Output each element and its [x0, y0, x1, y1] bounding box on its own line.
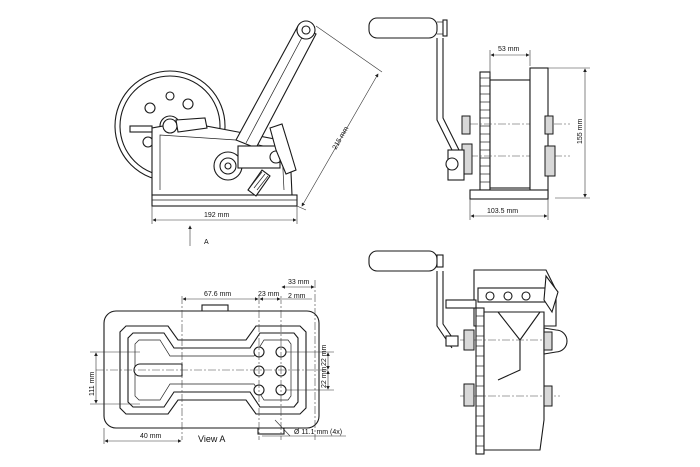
dim-40-label: 40 mm [140, 433, 162, 440]
rear-drum [483, 311, 545, 451]
dim-23: 23 mm [258, 291, 281, 301]
dim-155-label: 155 mm [577, 119, 584, 144]
dim-67: 67.6 mm [182, 291, 259, 301]
dim-2: 2 mm [282, 293, 312, 300]
dim-22b-label: 22 mm [321, 366, 328, 388]
dim-192-label: 192 mm [204, 212, 229, 219]
pawl-assembly [213, 123, 297, 197]
dim-111-label: 111 mm [89, 372, 96, 396]
dim-drum-53: 53 mm [489, 46, 531, 76]
side-view: 192 mm 215 mm A [114, 20, 383, 246]
handle-arm [235, 20, 317, 149]
dim-2-label: 2 mm [288, 293, 306, 300]
dim-22-upper: 22 mm [286, 344, 334, 370]
dim-33: 33 mm [281, 279, 315, 289]
front-view: 53 mm 155 mm 103.5 mm [368, 17, 590, 220]
dim-23-label: 23 mm [258, 291, 280, 298]
rear-view [368, 250, 568, 455]
base-plate [151, 194, 298, 207]
dim-22-lower: 22 mm [286, 366, 334, 391]
dim-width-192: 192 mm [151, 206, 298, 224]
dim-53-label: 53 mm [498, 46, 520, 53]
view-arrow-label: A [204, 239, 209, 246]
hole-callout: Ø 11.1 mm (4x) [262, 419, 346, 437]
dim-33-label: 33 mm [288, 279, 310, 286]
view-a-arrow: A [188, 225, 209, 246]
bottom-groove-inner [127, 332, 299, 408]
bottom-view: 67.6 mm 23 mm 33 mm 2 mm 22 mm 22 mm [89, 279, 346, 444]
dim-111: 111 mm [89, 351, 140, 405]
bottom-groove-outer [119, 325, 307, 415]
view-a-caption: View A [198, 434, 225, 444]
dim-width-103: 103.5 mm [469, 199, 549, 220]
crank-grip-bottom [368, 250, 459, 349]
dim-215-label: 215 mm [332, 125, 351, 151]
dim-103-label: 103.5 mm [487, 208, 518, 215]
dim-height-155: 155 mm [548, 67, 590, 199]
dim-67-label: 67.6 mm [204, 291, 231, 298]
crank-grip-top [368, 17, 463, 159]
dim-handle-215: 215 mm [296, 25, 383, 211]
rear-gear-column [475, 307, 485, 455]
dim-22a-label: 22 mm [321, 344, 328, 366]
drum-body [489, 79, 531, 189]
hole-label: Ø 11.1 mm (4x) [294, 429, 342, 436]
front-base-plate [469, 189, 549, 200]
dim-40: 40 mm [103, 428, 182, 444]
gear-column [479, 71, 491, 191]
